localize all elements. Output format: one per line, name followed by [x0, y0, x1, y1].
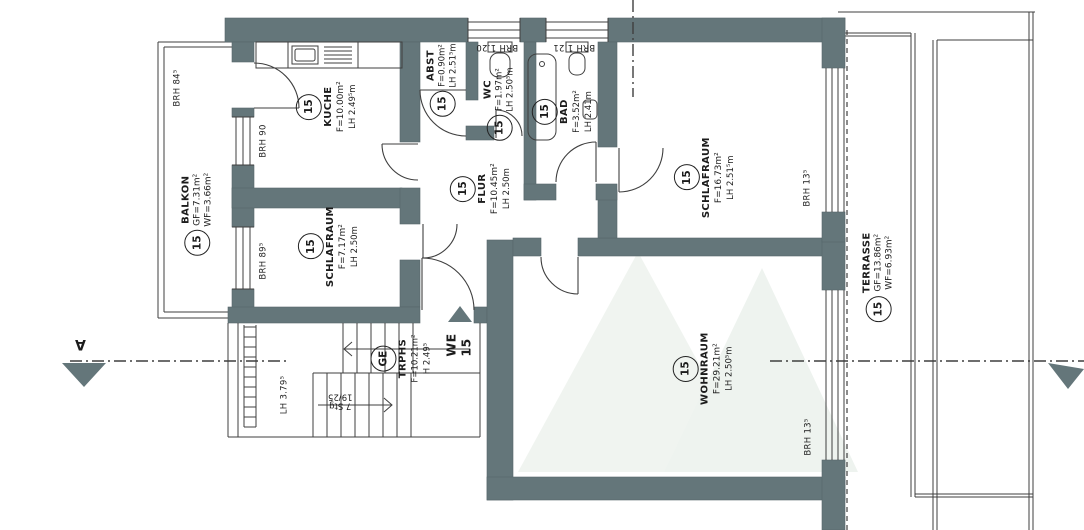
terrace-railing [838, 11, 1035, 530]
door-storage [419, 89, 467, 137]
bad-toilet-icon [565, 41, 589, 76]
door-wc [495, 109, 523, 138]
kitchen-sink-icon [291, 45, 319, 65]
section-lines [70, 0, 1084, 362]
section-marker-left-icon [62, 363, 106, 387]
entrance-triangle-icon [448, 306, 472, 322]
door-kitchen-hall [381, 143, 419, 181]
door-bedroom2-hall [618, 147, 664, 193]
bathtub-icon [527, 53, 557, 141]
door-arcs [253, 62, 664, 311]
door-bedroom1-hall [422, 223, 458, 259]
stair-direction-arrows [318, 341, 470, 413]
balcony-railing [157, 41, 232, 319]
kitchen-drainer-icon [324, 46, 352, 64]
door-apartment-entrance [421, 257, 475, 311]
washbasin-icon [582, 99, 598, 120]
door-livingroom [540, 256, 579, 295]
staircase [228, 323, 481, 438]
section-marker-right-icon [1048, 363, 1084, 389]
windows-glazing [227, 18, 845, 460]
kitchen-counter [255, 41, 403, 69]
door-bath [555, 141, 597, 183]
sanitary-fixtures [487, 41, 598, 141]
watermark-triangles [518, 252, 858, 472]
door-balcony-kitchen [253, 62, 300, 109]
walls [224, 17, 846, 530]
wc-toilet-icon [487, 41, 513, 78]
